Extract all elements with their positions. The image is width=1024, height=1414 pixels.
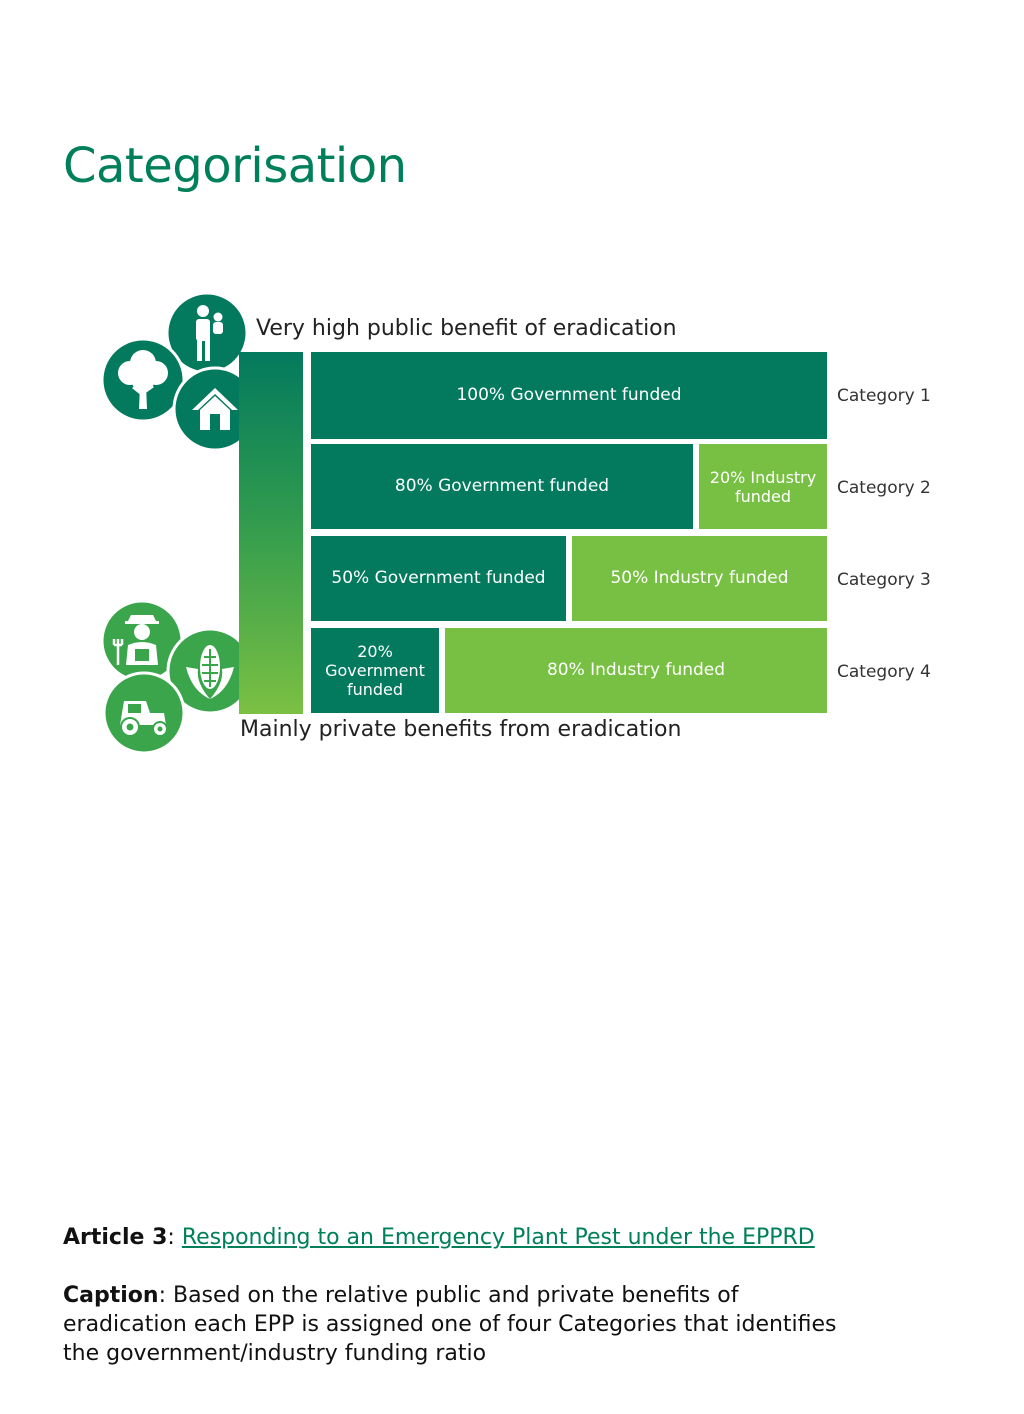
benefit-gradient-bar — [239, 352, 303, 714]
article-separator: : — [167, 1225, 175, 1250]
cat4-industry-cell: 80% Industry funded — [445, 628, 827, 713]
caption-label: Caption — [63, 1283, 159, 1308]
figure-caption: Caption: Based on the relative public an… — [63, 1281, 863, 1368]
farmer-icon — [100, 599, 184, 683]
private-benefit-label: Mainly private benefits from eradication — [240, 717, 682, 742]
cat3-industry-text: 50% Industry funded — [610, 568, 789, 588]
cat4-industry-text: 80% Industry funded — [546, 660, 726, 680]
categorisation-diagram: Very high public benefit of eradication … — [100, 291, 931, 755]
tree-icon — [100, 337, 186, 423]
cat1-government-text: 100% Government funded — [456, 385, 682, 405]
cat4-government-cell: 20% Government funded — [311, 628, 439, 713]
cat2-government-text: 80% Government funded — [394, 476, 610, 496]
public-benefit-label: Very high public benefit of eradication — [256, 316, 677, 341]
article-reference: Article 3: Responding to an Emergency Pl… — [63, 1223, 815, 1252]
category-4-label: Category 4 — [837, 662, 931, 682]
cat3-industry-cell: 50% Industry funded — [572, 536, 827, 621]
person-carrying-child-icon — [165, 291, 249, 375]
corn-icon — [166, 627, 254, 715]
caption-text: : Based on the relative public and priva… — [63, 1283, 837, 1366]
category-3-label: Category 3 — [837, 570, 931, 590]
article-link[interactable]: Responding to an Emergency Plant Pest un… — [181, 1225, 815, 1250]
page-title: Categorisation — [63, 138, 407, 194]
cat2-industry-text: 20% Industry funded — [709, 467, 817, 506]
cat3-government-cell: 50% Government funded — [311, 536, 566, 621]
cat2-industry-cell: 20% Industry funded — [699, 444, 827, 529]
tractor-icon — [102, 671, 186, 755]
category-2-label: Category 2 — [837, 478, 931, 498]
cat1-government-cell: 100% Government funded — [311, 352, 827, 439]
cat4-government-text: 20% Government funded — [325, 642, 425, 699]
cat3-government-text: 50% Government funded — [331, 568, 546, 588]
article-label: Article 3 — [63, 1225, 168, 1250]
category-1-label: Category 1 — [837, 386, 931, 406]
cat2-government-cell: 80% Government funded — [311, 444, 693, 529]
